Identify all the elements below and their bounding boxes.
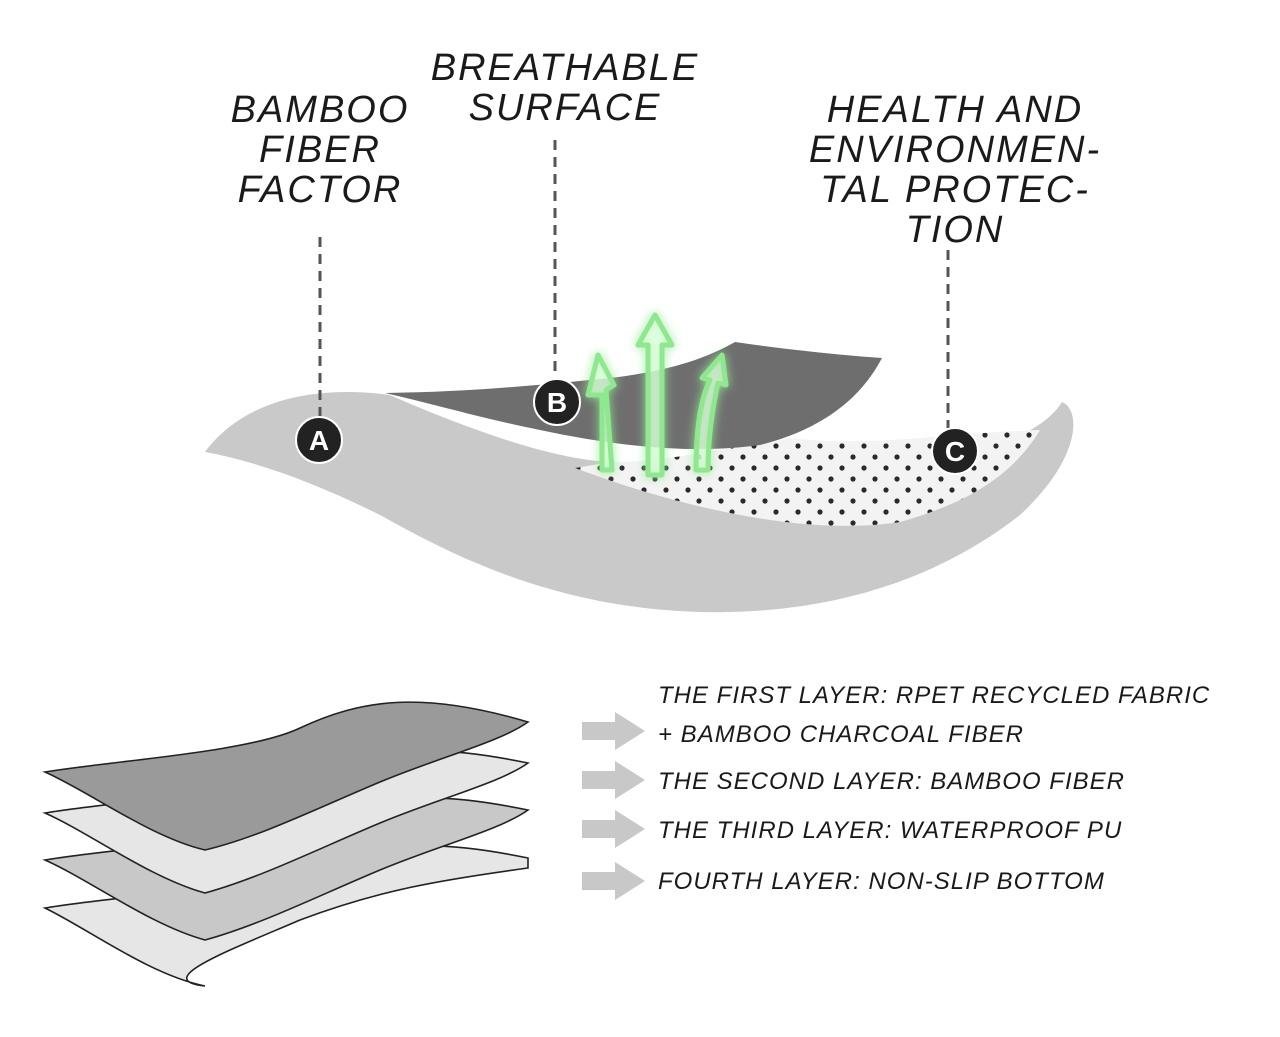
- legend-layer-1-line-2: + BAMBOO CHARCOAL FIBER: [658, 721, 1024, 748]
- legend-arrow-3: [582, 810, 645, 848]
- legend-layer-1-line-1: THE FIRST LAYER: RPET RECYCLED FABRIC: [658, 682, 1211, 709]
- breathing-arrows: [585, 312, 729, 478]
- marker-b: B: [533, 378, 581, 426]
- breathing-arrow-center: [635, 312, 675, 478]
- marker-a: A: [295, 416, 343, 464]
- legend-arrow-1: [582, 712, 645, 750]
- layer-stack: [42, 701, 530, 987]
- breathing-arrow-right: [693, 352, 729, 473]
- base-layer-shape: [205, 392, 1074, 613]
- stack-layer-1: [42, 701, 530, 851]
- legend-layer-4: FOURTH LAYER: NON-SLIP BOTTOM: [658, 868, 1105, 895]
- breathing-arrow-left: [585, 352, 617, 473]
- marker-b-label: B: [547, 387, 567, 418]
- legend-layer-2: THE SECOND LAYER: BAMBOO FIBER: [658, 768, 1125, 795]
- legend-arrows: [582, 712, 645, 900]
- legend-layer-3: THE THIRD LAYER: WATERPROOF PU: [658, 817, 1123, 844]
- legend-arrow-2: [582, 761, 645, 799]
- marker-c-label: C: [945, 436, 965, 467]
- callout-health-environmental: HEALTH AND ENVIRONMEN- TAL PROTEC- TION: [808, 89, 1102, 251]
- callout-breathable-surface: BREATHABLE SURFACE: [430, 47, 700, 129]
- top-layer-shape: [385, 342, 882, 450]
- legend-arrow-4: [582, 862, 645, 900]
- callout-bamboo-fiber-factor: BAMBOO FIBER FACTOR: [230, 89, 410, 211]
- marker-c: C: [931, 427, 979, 475]
- marker-a-label: A: [309, 425, 329, 456]
